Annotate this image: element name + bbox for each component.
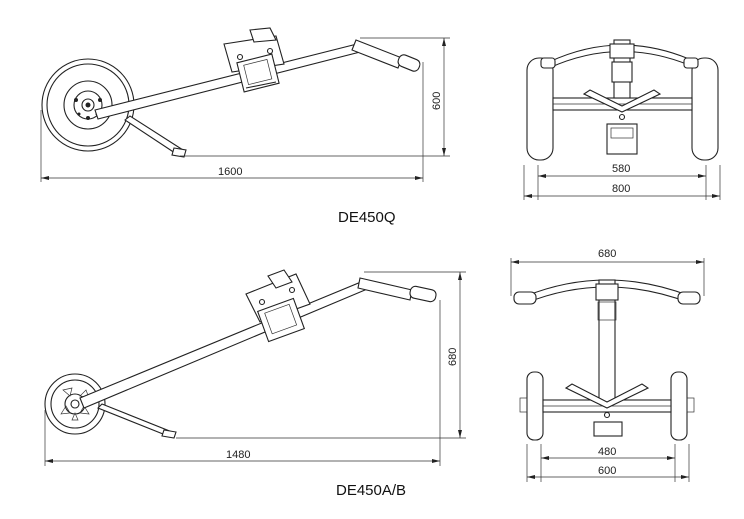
model-label-top: DE450Q — [338, 209, 396, 226]
model-label-bottom: DE450A/B — [336, 482, 407, 499]
top-front-view: 580 800 — [523, 39, 721, 200]
top-side-length-label: 1600 — [218, 166, 242, 178]
bottom-front-right-wheel — [670, 371, 688, 441]
bottom-front-width-label: 600 — [598, 465, 616, 477]
bottom-front-handle-width-label: 680 — [598, 248, 616, 260]
top-side-frame — [94, 27, 421, 158]
top-front-width-label: 800 — [612, 183, 630, 195]
bottom-side-length-label: 1480 — [226, 449, 250, 461]
bottom-side-dimensions — [44, 271, 466, 466]
top-side-dimensions — [40, 37, 450, 182]
bottom-side-wheel — [44, 373, 106, 435]
top-front-left-wheel — [526, 57, 554, 161]
top-side-height-label: 600 — [431, 92, 443, 110]
bottom-side-height-label: 680 — [447, 348, 459, 366]
top-front-right-wheel — [691, 57, 719, 161]
top-front-wheel-span-label: 580 — [612, 163, 630, 175]
top-side-view: 1600 600 — [40, 27, 450, 182]
bottom-front-left-wheel — [526, 371, 544, 441]
bottom-front-view: 680 480 600 — [510, 248, 705, 482]
bottom-front-wheel-span-label: 480 — [598, 446, 616, 458]
bottom-side-frame — [79, 269, 437, 439]
bottom-side-view: 1480 680 — [44, 269, 466, 466]
